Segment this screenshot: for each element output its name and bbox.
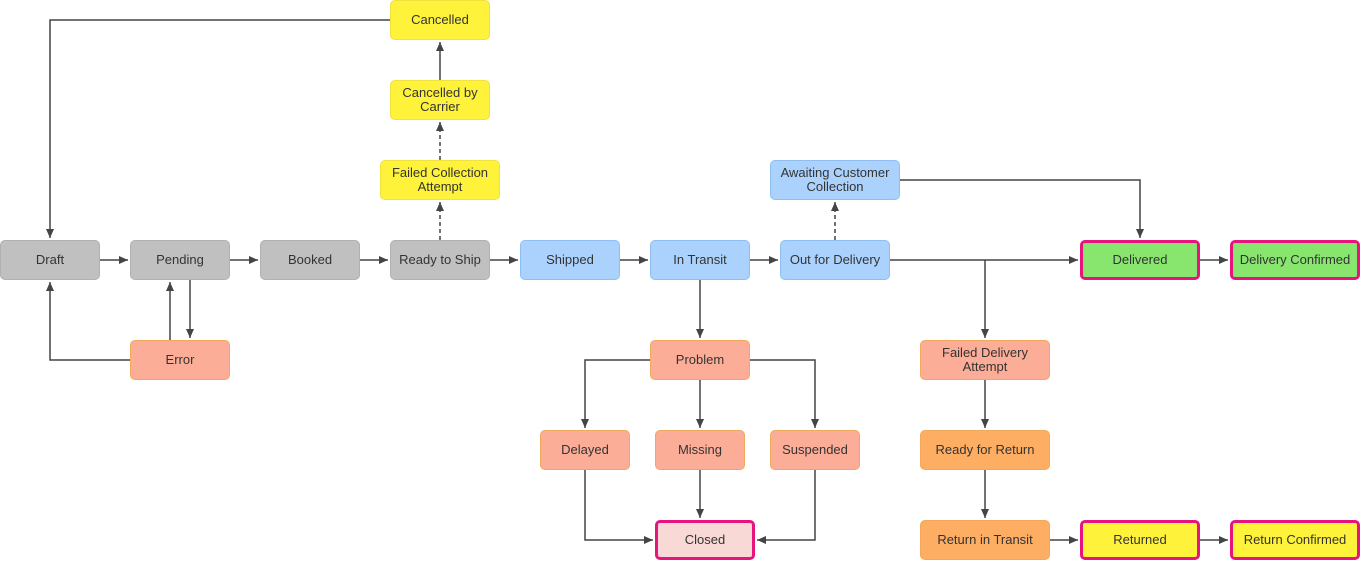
node-booked-label: Booked bbox=[287, 252, 333, 267]
node-in-transit: In Transit bbox=[650, 240, 750, 280]
node-ready-to-ship-label: Ready to Ship bbox=[399, 252, 481, 267]
node-shipped-label: Shipped bbox=[546, 252, 594, 267]
node-problem: Problem bbox=[650, 340, 750, 380]
edge-problem-suspended bbox=[750, 359, 819, 428]
node-ready-for-return: Ready for Return bbox=[920, 430, 1050, 470]
node-shipped: Shipped bbox=[520, 240, 620, 280]
node-out-for-delivery: Out for Delivery bbox=[780, 240, 890, 280]
node-error: Error bbox=[130, 340, 230, 380]
node-delivered-label: Delivered bbox=[1112, 252, 1168, 267]
node-delivered: Delivered bbox=[1080, 240, 1200, 280]
node-draft-label: Draft bbox=[35, 252, 65, 267]
node-booked: Booked bbox=[260, 240, 360, 280]
node-cancelled-by-carrier: Cancelled by Carrier bbox=[390, 80, 490, 120]
edge-suspended-closed bbox=[757, 470, 816, 544]
node-returned: Returned bbox=[1080, 520, 1200, 560]
node-cancelled-label: Cancelled bbox=[411, 12, 469, 27]
node-failed-delivery-attempt-label: Failed Delivery Attempt bbox=[942, 345, 1028, 374]
node-failed-collection-attempt: Failed Collection Attempt bbox=[380, 160, 500, 200]
node-delivery-confirmed: Delivery Confirmed bbox=[1230, 240, 1360, 280]
node-delayed: Delayed bbox=[540, 430, 630, 470]
node-ready-to-ship: Ready to Ship bbox=[390, 240, 490, 280]
edge-cancelled-draft bbox=[46, 19, 390, 238]
node-suspended: Suspended bbox=[770, 430, 860, 470]
node-cancelled-by-carrier-label: Cancelled by Carrier bbox=[402, 85, 478, 114]
edge-delayed-closed bbox=[584, 470, 653, 544]
edge-awaiting-delivered bbox=[900, 179, 1144, 238]
edge-error-draft bbox=[46, 282, 130, 361]
node-delayed-label: Delayed bbox=[561, 442, 609, 457]
node-return-confirmed-label: Return Confirmed bbox=[1243, 532, 1347, 547]
node-returned-label: Returned bbox=[1113, 532, 1167, 547]
node-failed-delivery-attempt: Failed Delivery Attempt bbox=[920, 340, 1050, 380]
node-pending-label: Pending bbox=[156, 252, 204, 267]
node-closed: Closed bbox=[655, 520, 755, 560]
node-return-in-transit-label: Return in Transit bbox=[937, 532, 1033, 547]
node-out-for-delivery-label: Out for Delivery bbox=[789, 252, 881, 267]
node-error-label: Error bbox=[165, 352, 195, 367]
node-suspended-label: Suspended bbox=[782, 442, 848, 457]
node-problem-label: Problem bbox=[675, 352, 725, 367]
node-return-confirmed: Return Confirmed bbox=[1230, 520, 1360, 560]
node-draft: Draft bbox=[0, 240, 100, 280]
node-pending: Pending bbox=[130, 240, 230, 280]
node-awaiting-customer-collection: Awaiting Customer Collection bbox=[770, 160, 900, 200]
node-in-transit-label: In Transit bbox=[673, 252, 727, 267]
node-cancelled: Cancelled bbox=[390, 0, 490, 40]
node-delivery-confirmed-label: Delivery Confirmed bbox=[1239, 252, 1351, 267]
node-return-in-transit: Return in Transit bbox=[920, 520, 1050, 560]
node-ready-for-return-label: Ready for Return bbox=[935, 442, 1035, 457]
edge-problem-delayed bbox=[581, 359, 650, 428]
node-failed-collection-attempt-label: Failed Collection Attempt bbox=[391, 165, 489, 194]
node-missing-label: Missing bbox=[677, 442, 723, 457]
node-awaiting-customer-collection-label: Awaiting Customer Collection bbox=[780, 165, 890, 194]
node-missing: Missing bbox=[655, 430, 745, 470]
node-closed-label: Closed bbox=[684, 532, 726, 547]
